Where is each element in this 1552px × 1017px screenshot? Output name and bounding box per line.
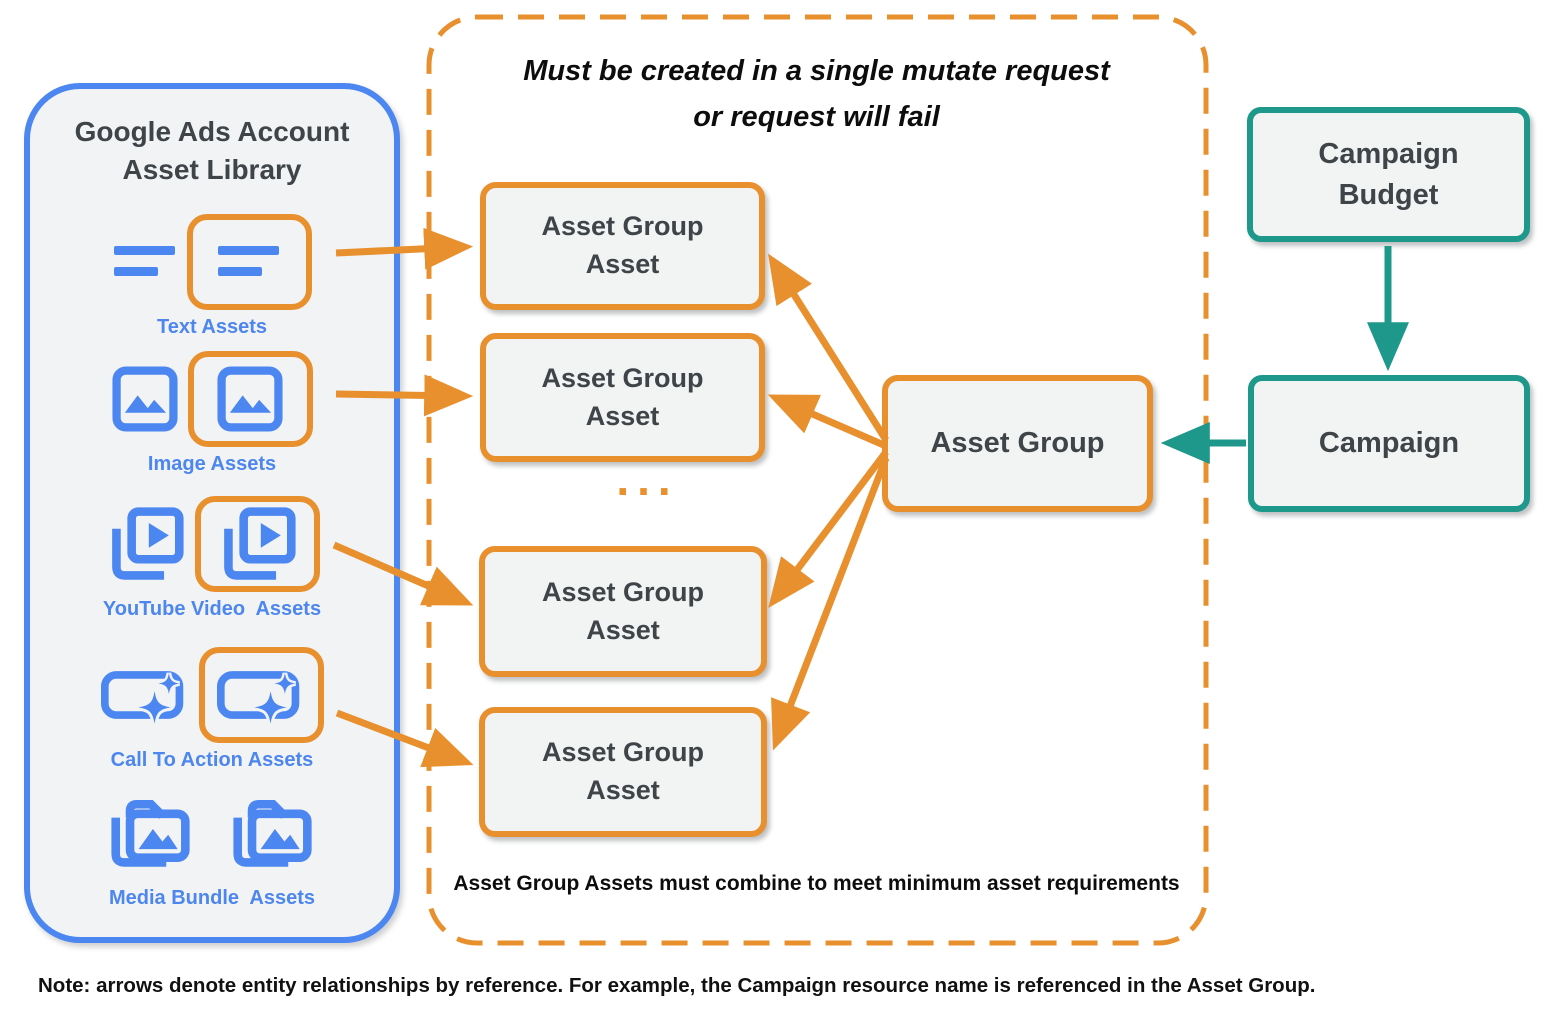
library-item-call-to-action-assets: Call To Action Assets (30, 647, 394, 772)
text-assets-label: Text Assets (156, 316, 268, 338)
minimum-asset-requirements-note: Asset Group Assets must combine to meet … (453, 872, 1180, 895)
cta-assets-label: Call To Action Assets (110, 749, 314, 771)
media-bundle-asset-icon (226, 789, 320, 871)
image-assets-label: Image Assets (147, 453, 277, 475)
selected-youtube-asset-outline (194, 496, 320, 592)
library-item-media-bundle-assets: Media Bundle Assets (30, 789, 394, 910)
image-assets-icon-pair (112, 351, 313, 447)
asset-group-asset-box-1: Asset Group Asset (480, 182, 765, 310)
campaign-box: Campaign (1248, 375, 1530, 512)
media-bundle-icon-pair (104, 789, 320, 871)
library-item-text-assets: Text Assets (30, 214, 394, 339)
arrow-asset-group-to-asset-group-asset-2 (767, 394, 888, 450)
text-asset-icon (113, 238, 177, 286)
youtube-assets-label: YouTube Video Assets (102, 598, 322, 620)
selected-text-asset-outline (186, 214, 312, 310)
text-asset-icon (217, 238, 281, 286)
image-asset-icon (112, 366, 178, 432)
library-item-youtube-video-assets: YouTube Video Assets (30, 496, 394, 621)
youtube-video-asset-icon (105, 504, 185, 584)
image-asset-icon (217, 366, 283, 432)
youtube-video-asset-icon (217, 504, 297, 584)
cta-assets-icon-pair (101, 647, 324, 743)
text-assets-icon-pair (113, 214, 312, 310)
call-to-action-asset-icon (101, 665, 189, 725)
campaign-budget-box: Campaign Budget (1247, 107, 1530, 242)
call-to-action-asset-icon (217, 665, 305, 725)
asset-group-asset-box-3: Asset Group Asset (479, 546, 767, 677)
arrow-asset-group-to-asset-group-asset-4 (771, 456, 890, 751)
asset-library-title: Google Ads Account Asset Library (74, 116, 350, 185)
media-bundle-assets-label: Media Bundle Assets (109, 887, 315, 909)
arrow-asset-group-to-asset-group-asset-3 (768, 449, 889, 608)
media-bundle-asset-icon (104, 789, 198, 871)
arrow-asset-group-to-asset-group-asset-1 (768, 253, 889, 442)
selected-cta-asset-outline (198, 647, 324, 743)
selected-image-asset-outline (187, 351, 313, 447)
asset-group-asset-box-2: Asset Group Asset (480, 333, 765, 462)
mutate-request-title: Must be created in a single mutate reque… (523, 55, 1110, 134)
asset-group-asset-box-4: Asset Group Asset (479, 707, 767, 837)
asset-library-panel: Google Ads Account Asset Library Text As… (24, 83, 400, 943)
reference-note: Note: arrows denote entity relationships… (38, 974, 1316, 997)
youtube-assets-icon-pair (105, 496, 320, 592)
asset-group-box: Asset Group (882, 375, 1153, 512)
library-item-image-assets: Image Assets (30, 351, 394, 476)
